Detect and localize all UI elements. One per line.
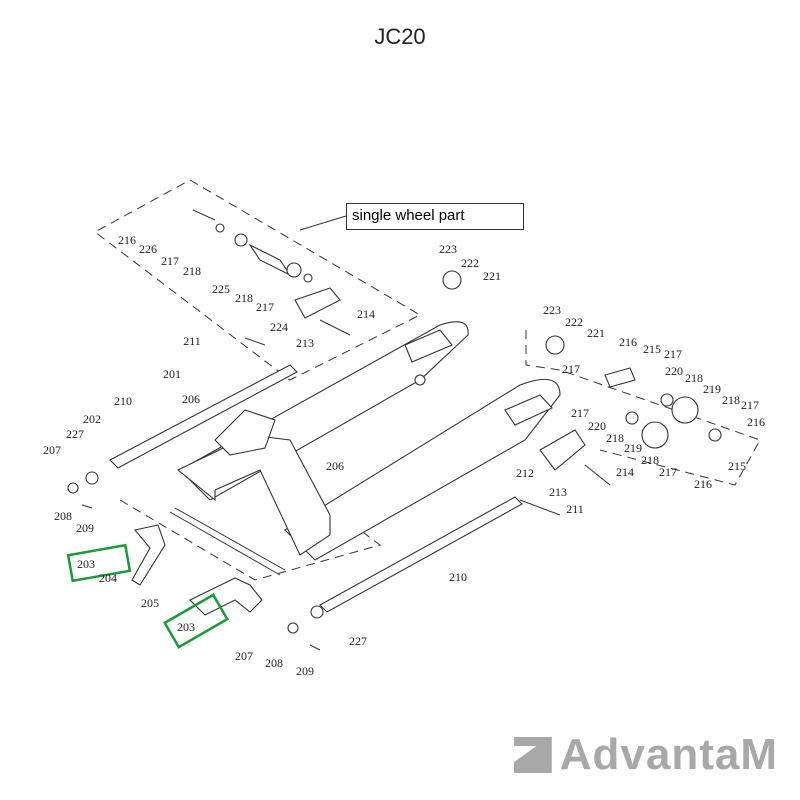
part-label: 218 (606, 431, 624, 445)
part-label: 201 (163, 367, 181, 381)
part-label: 206 (182, 392, 200, 406)
part-label: 223 (439, 242, 457, 256)
part-label: 208 (265, 656, 283, 670)
part-label: 220 (588, 419, 606, 433)
part-label: 217 (664, 347, 682, 361)
part-label: 216 (747, 415, 765, 429)
part-label: 209 (76, 521, 94, 535)
part-label: 202 (83, 412, 101, 426)
part-label: 207 (43, 443, 61, 457)
part-label: 210 (449, 570, 467, 584)
part-label: 217 (741, 398, 759, 412)
part-label: 223 (543, 303, 561, 317)
lever-right (189, 577, 263, 616)
logo-text: AdvantaM (559, 730, 778, 779)
part-label: 217 (562, 362, 580, 376)
lower-frame-outline (119, 499, 382, 581)
part-label: 211 (566, 502, 584, 516)
part-label: 222 (461, 256, 479, 270)
part-label: 218 (235, 291, 253, 305)
part-label: 218 (722, 393, 740, 407)
diagram-title: JC20 (374, 24, 426, 49)
part-label: 214 (616, 465, 634, 479)
part-label: 216 (118, 233, 136, 247)
logo-mark-icon (513, 737, 552, 773)
push-rod-right (319, 496, 523, 613)
part-label: 213 (296, 336, 314, 350)
part-label: 208 (54, 509, 72, 523)
frame (176, 434, 331, 556)
single-wheel-callout: single wheel part (346, 203, 524, 230)
right-fork (284, 378, 561, 561)
part-label: 225 (212, 282, 230, 296)
part-label: 218 (685, 371, 703, 385)
part-label: 218 (641, 453, 659, 467)
part-label: 213 (549, 485, 567, 499)
part-label: 221 (483, 269, 501, 283)
part-label: 203 (77, 557, 95, 571)
advantam-logo: AdvantaM (513, 730, 778, 780)
part-label: 212 (516, 466, 534, 480)
part-label: 219 (624, 441, 642, 455)
lever-left (131, 524, 166, 586)
part-label: 211 (183, 334, 201, 348)
part-label: 217 (256, 300, 274, 314)
pump-housing (214, 409, 276, 456)
highlight-box-203-left (66, 543, 132, 583)
part-label: 220 (665, 364, 683, 378)
part-label: 217 (161, 254, 179, 268)
part-label: 215 (643, 342, 661, 356)
part-label: 215 (728, 459, 746, 473)
part-label: 224 (270, 320, 288, 334)
push-rod-left (109, 364, 298, 469)
part-label: 214 (357, 307, 375, 321)
part-label: 217 (659, 465, 677, 479)
single-wheel (248, 243, 292, 277)
part-label: 206 (326, 459, 344, 473)
part-label: 222 (565, 315, 583, 329)
part-label: 203 (177, 620, 195, 634)
part-label: 217 (571, 406, 589, 420)
part-label: 209 (296, 664, 314, 678)
part-label: 205 (141, 596, 159, 610)
part-label: 207 (235, 649, 253, 663)
part-label: 216 (694, 477, 712, 491)
part-label: 219 (703, 382, 721, 396)
part-label: 227 (66, 427, 84, 441)
part-labels: 216 226 217 218 225 218 217 224 213 214 … (43, 233, 765, 678)
part-label: 204 (99, 571, 117, 585)
part-label: 221 (587, 326, 605, 340)
part-label: 216 (619, 335, 637, 349)
highlight-box-203-right (163, 593, 229, 649)
part-label: 226 (139, 242, 157, 256)
part-label: 210 (114, 394, 132, 408)
part-label: 227 (349, 634, 367, 648)
part-label: 218 (183, 264, 201, 278)
single-wheel-group-outline (94, 179, 422, 381)
